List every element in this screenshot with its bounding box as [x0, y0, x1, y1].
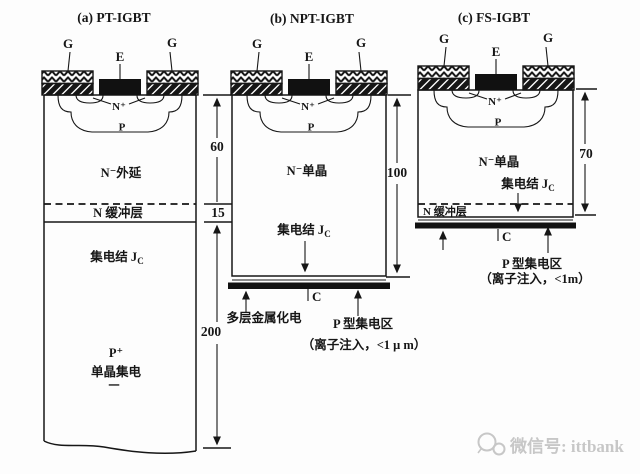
- buffer-layer-label-a: N 缓冲层: [93, 205, 143, 220]
- substrate-label-a-line2: 单晶集电: [91, 364, 142, 379]
- collector-junction-label-b: 集电结 JC: [276, 222, 330, 239]
- drift-region-label-a: N⁻外延: [101, 165, 142, 180]
- substrate-label-a-line3: 一: [109, 380, 120, 392]
- diagram-c-title: (c) FS-IGBT: [458, 10, 530, 25]
- collector-terminal-label-b: C: [312, 289, 321, 304]
- dimension-chain-c: 70: [575, 88, 597, 216]
- diagram-a-title: (a) PT-IGBT: [77, 10, 150, 25]
- collector-metal-bar-b: [228, 282, 390, 289]
- watermark-text: 微信号: ittbank: [509, 436, 624, 456]
- dim-total-thickness-b: 100: [387, 165, 408, 180]
- wechat-icon: [477, 432, 506, 456]
- collector-note-c: （离子注入，<1m）: [479, 271, 590, 286]
- metallization-label-b: 多层金属化电: [226, 310, 302, 325]
- diagram-pt-igbt: (a) PT-IGBT N⁻外延 N 缓冲层 集电结 JC P⁺ 单晶集电 一 …: [41, 10, 232, 455]
- dim-buffer-thickness-a: 15: [211, 205, 225, 220]
- diagram-fs-igbt: (c) FS-IGBT N⁻单晶 集电结 JC N 缓冲层 C P 型集电区 （…: [415, 10, 597, 286]
- collector-junction-label-a: 集电结 JC: [89, 249, 143, 266]
- collector-region-label-c: P 型集电区: [502, 256, 563, 271]
- drift-region-label-c: N⁻单晶: [479, 154, 520, 169]
- substrate-label-a-line1: P⁺: [109, 346, 123, 360]
- dimension-chain-b: 100: [386, 94, 411, 278]
- collector-terminal-label-c: C: [502, 229, 511, 244]
- diagram-npt-igbt: (b) NPT-IGBT N⁻单晶 集电结 JC C 多层金属化电 P 型集电区…: [226, 11, 426, 352]
- buffer-layer-label-c: N 缓冲层: [423, 204, 467, 218]
- collector-junction-label-c: 集电结 JC: [500, 176, 554, 193]
- collector-metal-bar-c: [415, 222, 576, 229]
- dimension-chain-a: 60 15 200: [201, 94, 232, 449]
- watermark: 微信号: ittbank: [477, 432, 624, 456]
- diagram-b-title: (b) NPT-IGBT: [270, 11, 354, 26]
- collector-note-b: （离子注入，<1 μ m）: [302, 337, 427, 352]
- wafer-outline-c: [417, 89, 574, 218]
- dim-substrate-thickness-a: 200: [201, 324, 222, 339]
- dim-top-thickness-a: 60: [210, 139, 224, 154]
- collector-region-label-b: P 型集电区: [333, 316, 394, 331]
- drift-region-label-b: N⁻单晶: [287, 163, 328, 178]
- dim-total-thickness-c: 70: [579, 146, 593, 161]
- wafer-outline-a: [43, 94, 197, 455]
